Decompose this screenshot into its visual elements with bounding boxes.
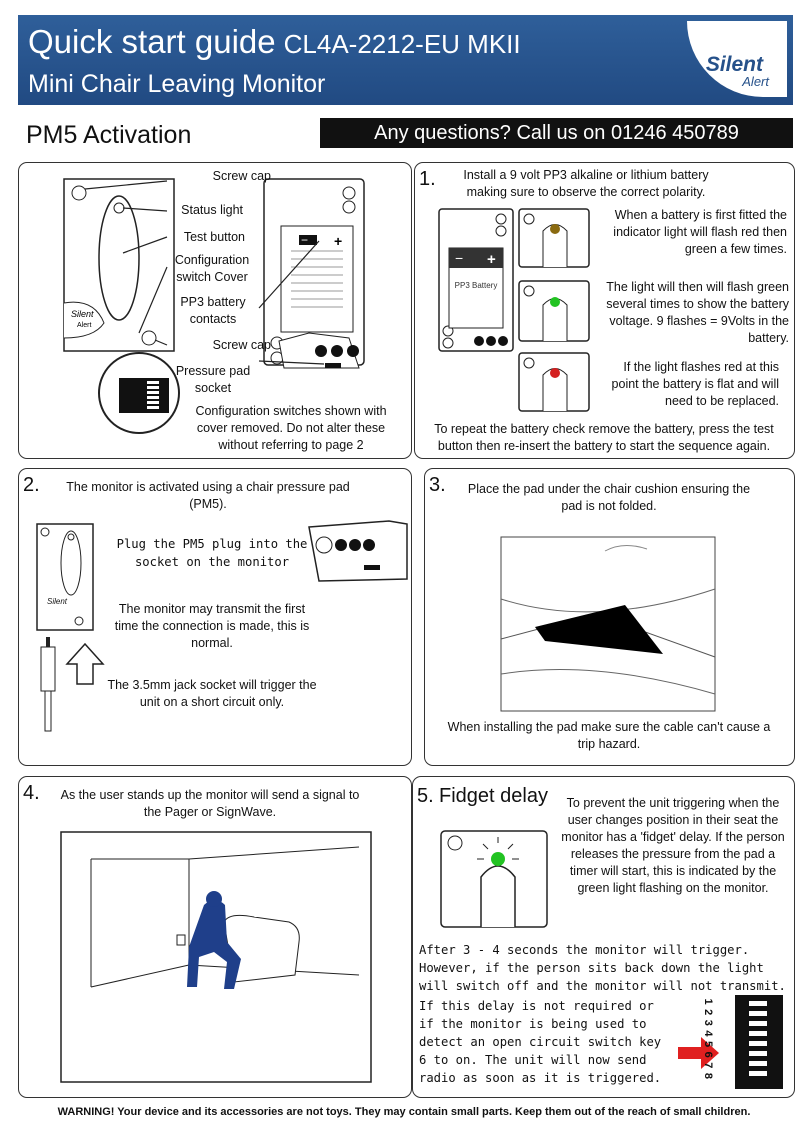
finger-led-2 xyxy=(518,280,590,342)
step-1-panel: 1. Install a 9 volt PP3 alkaline or lith… xyxy=(414,162,795,459)
svg-text:+: + xyxy=(487,251,496,268)
step-2-panel: 2. The monitor is activated using a chai… xyxy=(18,468,412,766)
svg-text:Alert: Alert xyxy=(77,322,91,329)
svg-text:Silent: Silent xyxy=(71,309,94,319)
svg-text:−: − xyxy=(455,250,463,266)
switch-numbers: 12345678 xyxy=(702,998,714,1084)
step-5-number: 5. xyxy=(417,785,434,807)
step-2-jack-text: The 3.5mm jack socket will trigger the u… xyxy=(107,678,317,709)
activation-panel: Silent Alert + − Screw cap Status light … xyxy=(18,162,412,459)
step-2-transmit-text: The monitor may transmit the first time … xyxy=(114,602,310,650)
plug-diagram xyxy=(36,520,408,732)
step-3-footer: When installing the pad make sure the ca… xyxy=(447,720,771,751)
step-5-open-circuit-text: If this delay is not required or if the … xyxy=(419,999,662,1085)
step-5-panel: 5. Fidget delay To prevent the unit trig… xyxy=(412,776,795,1098)
step-2-number: 2. xyxy=(23,474,40,496)
label-pressure-pad-socket: Pressure pad socket xyxy=(175,364,251,395)
step-5-after-text: After 3 - 4 seconds the monitor will tri… xyxy=(419,943,786,993)
battery-diagram: − + xyxy=(438,208,590,412)
monitor-front-diagram: Silent Alert + − xyxy=(63,178,365,434)
fidget-led-diagram xyxy=(440,830,783,1089)
chair-pad-illustration xyxy=(500,536,716,712)
step-3-intro: Place the pad under the chair cushion en… xyxy=(467,482,751,513)
label-screw-cap-bottom: Screw cap xyxy=(212,338,271,352)
svg-text:+: + xyxy=(334,233,342,249)
step-1-footer: To repeat the battery check remove the b… xyxy=(434,422,774,453)
section-title: PM5 Activation xyxy=(26,121,192,149)
step-1-point-a: When a battery is first fitted the indic… xyxy=(613,208,787,256)
contact-bar: Any questions? Call us on 01246 450789 xyxy=(320,118,793,148)
mini-logo-2: Silent xyxy=(46,597,67,606)
step-1-point-b: The light will then will flash green sev… xyxy=(606,280,789,345)
step-5-title: Fidget delay xyxy=(439,785,548,807)
room-illustration xyxy=(60,831,372,1083)
battery-label: PP3 Battery xyxy=(454,281,498,290)
model-number: CL4A-2212-EU MKII xyxy=(283,29,521,59)
label-pp3-contacts: PP3 battery contacts xyxy=(180,295,246,326)
label-test-button: Test button xyxy=(183,230,245,244)
step-1-point-c: If the light flashes red at this point t… xyxy=(611,360,779,408)
label-screw-cap-top: Screw cap xyxy=(212,169,271,183)
finger-led-3 xyxy=(518,352,590,412)
step-3-number: 3. xyxy=(429,474,446,496)
product-subtitle: Mini Chair Leaving Monitor xyxy=(28,70,326,98)
step-2-intro: The monitor is activated using a chair p… xyxy=(66,480,350,511)
step-4-number: 4. xyxy=(23,782,40,804)
step-4-panel: 4. As the user stands up the monitor wil… xyxy=(18,776,412,1098)
silent-alert-logo: Silent Alert xyxy=(687,21,787,97)
step-2-plug-text: Plug the PM5 plug into the socket on the… xyxy=(116,537,308,569)
step-1-intro: Install a 9 volt PP3 alkaline or lithium… xyxy=(463,168,709,199)
step-1-number: 1. xyxy=(419,168,436,190)
label-config-switch-cover: Configuration switch Cover xyxy=(174,253,250,284)
label-status-light: Status light xyxy=(181,203,243,217)
config-switch-note: Configuration switches shown with cover … xyxy=(195,404,387,452)
step-5-description: To prevent the unit triggering when the … xyxy=(561,796,785,895)
step-3-panel: 3. Place the pad under the chair cushion… xyxy=(424,468,795,766)
warning-footer: WARNING! Your device and its accessories… xyxy=(57,1106,751,1118)
finger-led-1 xyxy=(518,208,590,268)
svg-text:−: − xyxy=(301,233,308,247)
step-4-intro: As the user stands up the monitor will s… xyxy=(60,788,360,819)
